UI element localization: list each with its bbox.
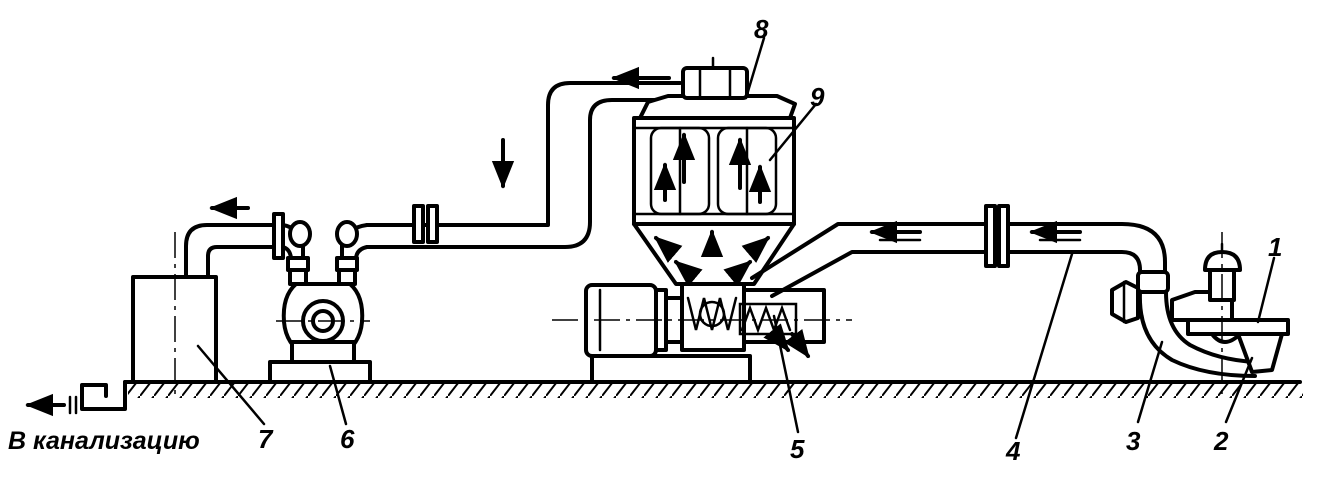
separator-top-fitting (638, 56, 797, 120)
label-1: 1 (1268, 232, 1282, 262)
label-3: 3 (1126, 426, 1141, 456)
drain-outlet (25, 380, 127, 417)
label-4: 4 (1005, 436, 1021, 466)
label-2: 2 (1213, 426, 1229, 456)
suction-pipe (365, 66, 682, 249)
intake-pipe (750, 204, 1167, 298)
separator-vessel (632, 116, 796, 287)
part-labels: 1 2 3 4 5 6 7 8 9 В канализацию (8, 14, 1282, 466)
label-6: 6 (340, 424, 355, 454)
label-9: 9 (810, 82, 825, 112)
collection-tank (131, 232, 218, 395)
label-8: 8 (754, 14, 769, 44)
drain-caption: В канализацию (8, 427, 200, 455)
leader-lines (196, 36, 1276, 440)
ground (123, 380, 1303, 398)
suction-nozzle (1170, 232, 1290, 395)
label-5: 5 (790, 434, 805, 464)
pump-assembly (268, 220, 372, 384)
screw-conveyor (552, 282, 852, 384)
flexible-hose (1110, 270, 1257, 378)
label-7: 7 (258, 424, 274, 454)
discharge-pipe (184, 196, 285, 279)
